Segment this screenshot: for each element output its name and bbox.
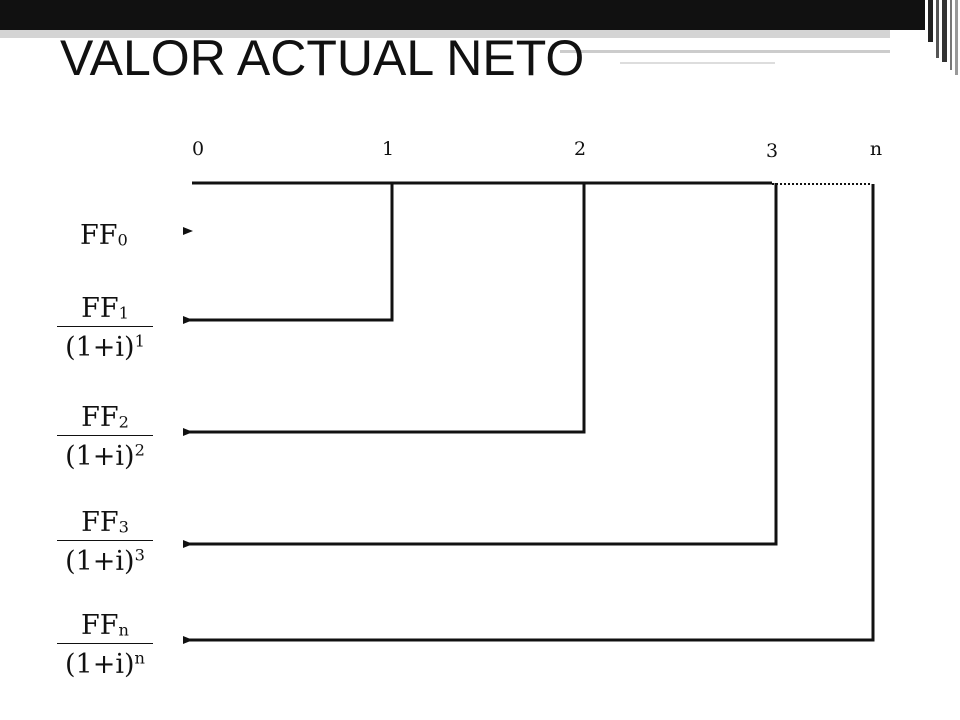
term-ff1-denominator: (1+i)1 [55,331,155,365]
term-ffn-denominator: (1+i)n [55,648,155,682]
term-ff3-num-sub: 3 [118,517,129,537]
period-label-n: n [869,138,883,160]
term-ffn-num-main: FF [81,610,119,641]
term-ff3-fraction: FF3 (1+i)3 [55,506,155,579]
header-stripe [928,0,933,42]
fraction-bar [57,326,153,327]
term-ff0: FF0 [80,220,128,252]
term-ff1-num-main: FF [81,293,119,324]
term-ff2-numerator: FF2 [55,401,155,435]
period-label-0: 0 [191,138,205,160]
term-ff2-den-main: (1+i) [65,441,135,472]
term-ffn-den-main: (1+i) [65,649,135,680]
term-ff2-den-exp: 2 [134,440,145,460]
term-ff0-sub: 0 [117,230,128,250]
header-thin-line [620,62,775,64]
header-stripe [955,0,958,75]
fraction-bar [57,643,153,644]
term-ff3-numerator: FF3 [55,506,155,540]
term-ff2-num-main: FF [81,402,119,433]
term-ff1-num-sub: 1 [118,303,129,323]
term-ff1-den-main: (1+i) [65,332,135,363]
header-thin-line [560,50,890,53]
fraction-bar [57,435,153,436]
term-ff3-den-main: (1+i) [65,546,135,577]
term-ff0-main: FF [80,220,118,251]
header-stripe [950,0,952,70]
term-ffn-den-exp: n [134,648,145,668]
term-ffn-fraction: FFn (1+i)n [55,609,155,682]
discount-arrow-ff1 [183,183,394,324]
period-label-3: 3 [765,140,779,162]
term-ff3-denominator: (1+i)3 [55,545,155,579]
term-ff3-num-main: FF [81,507,119,538]
term-ff1-numerator: FF1 [55,292,155,326]
term-ff3-den-exp: 3 [134,545,145,565]
period-label-2: 2 [573,138,587,160]
header-top-bar [0,0,925,30]
term-ff2-denominator: (1+i)2 [55,440,155,474]
discount-arrow-ffn [183,184,875,644]
discount-arrow-ff2 [183,183,586,436]
term-ffn-numerator: FFn [55,609,155,643]
discount-arrow-ff3 [183,183,778,548]
fraction-bar [57,540,153,541]
header-accent-bar [0,30,890,38]
slide-title: VALOR ACTUAL NETO [60,30,585,86]
term-ffn-num-sub: n [118,620,129,640]
period-label-1: 1 [381,138,395,160]
term-ff2-fraction: FF2 (1+i)2 [55,401,155,474]
term-ff1-fraction: FF1 (1+i)1 [55,292,155,365]
term-ff2-num-sub: 2 [118,412,129,432]
header-stripe [942,0,947,62]
header-decoration [0,0,958,75]
term-ff1-den-exp: 1 [134,331,145,351]
header-stripe [936,0,939,58]
